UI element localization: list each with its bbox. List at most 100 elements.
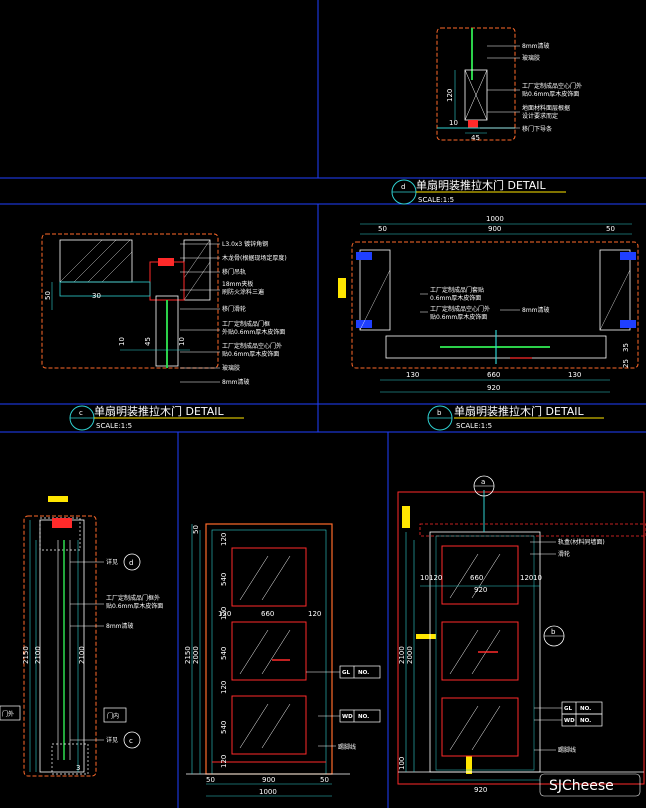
- rear-callout-letter: b: [551, 628, 556, 636]
- seal-left: [356, 252, 372, 260]
- detail-b-dim: 900: [488, 225, 501, 233]
- detail-d-label: 玻璃胶: [522, 54, 540, 62]
- glass-hatch: [471, 705, 501, 751]
- detail-d-title-block: d 单扇明装推拉木门 DETAIL SCALE:1:5: [391, 178, 566, 205]
- material-tag-gl: [339, 665, 381, 679]
- detail-b-title-block: b 单扇明装推拉木门 DETAIL SCALE:1:5: [427, 404, 604, 431]
- glass-hatch: [449, 629, 479, 675]
- detail-b-label: 工厂定制成品空心门外: [430, 305, 490, 313]
- detail-c-dim: 45: [144, 337, 152, 346]
- bottom-guide: [468, 120, 478, 128]
- glass-hatch: [261, 629, 291, 675]
- track-red: [52, 518, 72, 528]
- section-dim: 3: [76, 764, 80, 772]
- glass-panel: [441, 697, 519, 757]
- seal-left: [356, 320, 372, 328]
- front-dim: 120: [218, 610, 231, 618]
- detail-b-dim: 35: [622, 343, 630, 352]
- rear-dim: 120: [429, 574, 442, 582]
- glass-hatch: [449, 553, 479, 599]
- material-tag-num: NO.: [580, 706, 591, 712]
- detail-b-dim: 130: [406, 371, 419, 379]
- detail-c-label: 外贴0.6mm厚木皮饰面: [222, 328, 285, 336]
- detail-b-label: 工厂定制成品门套贴: [430, 286, 484, 294]
- detail-b-dim: 130: [568, 371, 581, 379]
- material-tag-wd: [339, 709, 381, 723]
- watermark: SJCheese: [539, 773, 641, 797]
- detail-b-drawing: [338, 223, 639, 393]
- material-tag-code: GL: [342, 670, 351, 676]
- detail-b-dim: 50: [606, 225, 615, 233]
- detail-b-letter: b: [437, 409, 442, 417]
- room-outside-box: [0, 705, 21, 721]
- detail-b-label: 0.6mm厚木皮饰面: [430, 294, 481, 302]
- detail-b-scale: SCALE:1:5: [456, 422, 492, 430]
- detail-c-letter: c: [79, 409, 83, 417]
- section-label: 贴0.6mm厚木皮饰面: [106, 602, 163, 610]
- detail-c-dim: 50: [44, 291, 52, 300]
- detail-c-dim: 10: [118, 337, 126, 346]
- hatch: [464, 69, 488, 121]
- room-inside-box: [103, 707, 127, 723]
- section-label: 详见: [106, 736, 118, 744]
- rear-label: 轨盒(材料同墙面): [558, 538, 605, 546]
- jamb-left: [359, 249, 391, 331]
- glass-hatch: [239, 555, 269, 601]
- detail-c-labels: L3.0x3 镀锌角钢 木龙骨(根据现场定厚度) 移门吊轨 18mm夹板 刷防火…: [44, 240, 287, 386]
- rear-callout-letter: a: [481, 478, 485, 486]
- rear-dim: 920: [474, 786, 487, 794]
- detail-b-label: 贴0.6mm厚木皮饰面: [430, 313, 487, 321]
- front-dim: 900: [262, 776, 275, 784]
- wall-outline: [397, 491, 645, 785]
- detail-d-dim: 45: [471, 134, 480, 142]
- room-inside-label: 门内: [107, 712, 119, 720]
- detail-c-label: 木龙骨(根据现场定厚度): [222, 254, 287, 262]
- section-callout-letter: c: [129, 737, 133, 745]
- hatch: [87, 239, 131, 283]
- rear-dim: 120: [520, 574, 533, 582]
- detail-c-dim: 30: [92, 292, 101, 300]
- rear-elevation: [397, 475, 646, 785]
- hatch: [183, 239, 211, 279]
- detail-d-scale: SCALE:1:5: [418, 196, 454, 204]
- material-tag-wd: [561, 713, 603, 727]
- material-tag-code: WD: [342, 714, 353, 720]
- section-view: [0, 496, 141, 777]
- glass-hatch: [239, 629, 269, 675]
- rear-label: 滑轮: [558, 550, 570, 558]
- detail-b-dim: 1000: [486, 215, 504, 223]
- rear-dim: 10: [533, 574, 542, 582]
- section-dim: 2150: [22, 646, 30, 664]
- detail-c-label: 18mm夹板: [222, 280, 253, 288]
- detail-c-label: 移门滑轮: [222, 305, 246, 313]
- detail-c-label: 工厂定制成品门框: [222, 320, 270, 328]
- watermark-text: SJCheese: [549, 778, 614, 794]
- detail-c-dim: 10: [178, 337, 186, 346]
- detail-d-label: 移门下导条: [522, 125, 552, 133]
- detail-b-outline: [351, 241, 639, 369]
- detail-b-title: 单扇明装推拉木门 DETAIL: [454, 404, 585, 418]
- material-tag-num: NO.: [358, 670, 369, 676]
- front-dim: 120: [308, 610, 321, 618]
- foot-detail-box: [51, 743, 89, 775]
- detail-d-label: 8mm清玻: [522, 42, 550, 50]
- section-label: 8mm清玻: [106, 622, 134, 630]
- hatch: [359, 269, 391, 331]
- detail-d-dim: 120: [446, 89, 454, 102]
- material-tag-code: WD: [564, 718, 575, 724]
- jamb-right: [599, 249, 631, 331]
- hatch: [183, 261, 211, 301]
- watermark-box: [539, 773, 641, 797]
- seal-right: [620, 320, 636, 328]
- detail-b-dim: 25: [622, 359, 630, 368]
- glass-panel: [441, 545, 519, 605]
- glass-hatch: [261, 703, 291, 749]
- detail-c-label: 8mm清玻: [222, 378, 250, 386]
- front-dim: 660: [261, 610, 274, 618]
- detail-c-drawing: [41, 233, 220, 383]
- glass-panel: [441, 621, 519, 681]
- room-outside-label: 门外: [2, 710, 14, 718]
- detail-c-label: 刷防火涂料三遍: [222, 288, 264, 296]
- front-dim: 120: [220, 533, 228, 546]
